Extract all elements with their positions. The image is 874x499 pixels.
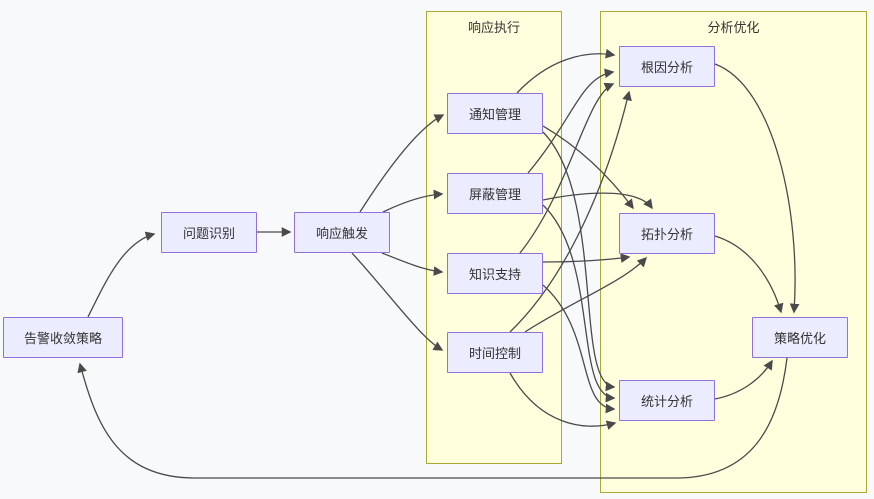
node-statistical-analysis: 统计分析 — [619, 380, 715, 421]
node-topology-analysis: 拓扑分析 — [619, 213, 715, 254]
node-problem-identification: 问题识别 — [161, 212, 257, 253]
node-label: 策略优化 — [774, 328, 826, 347]
node-label: 时间控制 — [469, 343, 521, 362]
edge-A-B — [88, 234, 154, 317]
node-label: 知识支持 — [469, 264, 521, 283]
node-knowledge-support: 知识支持 — [447, 253, 543, 294]
node-root-cause-analysis: 根因分析 — [619, 46, 715, 87]
node-label: 拓扑分析 — [641, 224, 693, 243]
node-time-control: 时间控制 — [447, 332, 543, 373]
node-label: 统计分析 — [641, 391, 693, 410]
node-alert-convergence-strategy: 告警收敛策略 — [3, 317, 123, 358]
node-label: 屏蔽管理 — [469, 184, 521, 203]
cluster-response-execution: 响应执行 — [426, 11, 562, 464]
node-suppression-management: 屏蔽管理 — [447, 173, 543, 214]
node-strategy-optimization: 策略优化 — [752, 317, 848, 358]
cluster-title-response-execution: 响应执行 — [427, 17, 561, 36]
node-label: 响应触发 — [316, 223, 368, 242]
cluster-title-analysis-optimization: 分析优化 — [601, 17, 866, 36]
node-label: 问题识别 — [183, 223, 235, 242]
node-label: 告警收敛策略 — [24, 328, 102, 347]
node-notification-management: 通知管理 — [447, 93, 543, 134]
node-response-trigger: 响应触发 — [294, 212, 390, 253]
node-label: 通知管理 — [469, 104, 521, 123]
node-label: 根因分析 — [641, 57, 693, 76]
